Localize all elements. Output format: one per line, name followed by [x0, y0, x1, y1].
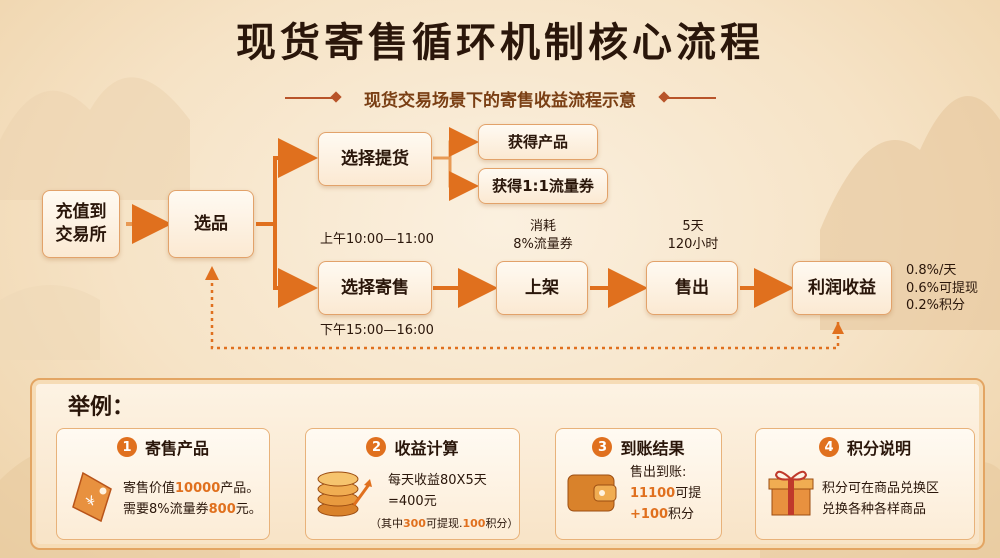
- profit-notes: 0.8%/天 0.6%可提现 0.2%积分: [906, 263, 979, 314]
- subtitle-divider-right: [666, 97, 716, 99]
- time-pm-label: 下午15:00—16:00: [320, 323, 434, 338]
- example-title: 举例：: [68, 394, 135, 420]
- page-title: 现货寄售循环机制核心流程: [236, 19, 764, 66]
- arrow-to-coupon: [448, 158, 479, 201]
- arrow-to-pickup: [256, 138, 318, 226]
- get-coupon-box: 获得1:1流量券: [478, 168, 608, 204]
- arrow-to-consign: [273, 224, 318, 308]
- card-title: 积分说明: [846, 439, 911, 458]
- wallet-icon: [567, 474, 617, 512]
- step-number: 3: [592, 437, 613, 457]
- card3-line2: 11100可提: [630, 486, 702, 501]
- time-am-label: 上午10:00—11:00: [320, 232, 434, 247]
- card2-line2: =400元: [388, 494, 437, 509]
- example-card-result: 3 到账结果 售出到账: 11100可提 +100积分: [555, 428, 722, 540]
- card2-note: （其中300可提现.100积分）: [370, 517, 519, 530]
- example-card-points: 4 积分说明 积分可在商品兑换区 兑换各种各样商品: [755, 428, 975, 540]
- example-card-earnings: 2 收益计算 每天收益80X5天 =400元 （其中300可提现.100积分）: [305, 428, 520, 540]
- pickup-box: 选择提货: [318, 132, 432, 186]
- card1-line2: 需要8%流量券800元。: [123, 502, 262, 517]
- profit-box: 利润收益: [792, 261, 892, 315]
- card-head: 3 到账结果: [556, 435, 721, 459]
- example-card-consign: 1 寄售产品 ¥ 寄售价值10000产品。 需要8%流量券800元。: [56, 428, 270, 540]
- card-head: 2 收益计算: [306, 435, 519, 459]
- step-number: 4: [818, 437, 839, 457]
- get-product-box: 获得产品: [478, 124, 598, 160]
- coin-stack-icon: [317, 471, 372, 517]
- page-subtitle: 现货交易场景下的寄售收益流程示意: [364, 91, 636, 111]
- gift-icon: [768, 470, 814, 516]
- select-product-box: 选品: [168, 190, 254, 258]
- card-head: 4 积分说明: [756, 435, 974, 459]
- price-tag-icon: ¥: [72, 471, 112, 523]
- recharge-box: 充值到交易所: [42, 190, 120, 258]
- sold-box: 售出: [646, 261, 738, 315]
- card4-line1: 积分可在商品兑换区: [822, 481, 940, 496]
- card4-line2: 兑换各种各样商品: [822, 502, 927, 517]
- loop-arrow-dotted: [210, 268, 840, 350]
- card3-line1: 售出到账:: [630, 465, 687, 480]
- arrow-to-product: [433, 127, 479, 160]
- card-head: 1 寄售产品: [57, 435, 269, 459]
- step-number: 2: [366, 437, 387, 457]
- card-title: 寄售产品: [144, 439, 209, 458]
- consign-box: 选择寄售: [318, 261, 432, 315]
- subtitle-divider-left: [285, 97, 335, 99]
- card1-line1: 寄售价值10000产品。: [123, 481, 260, 496]
- list-box: 上架: [496, 261, 588, 315]
- card-title: 收益计算: [394, 439, 459, 458]
- card-title: 到账结果: [620, 439, 685, 458]
- step-number: 1: [116, 437, 137, 457]
- card2-line1: 每天收益80X5天: [388, 473, 487, 488]
- card3-line3: +100积分: [630, 507, 695, 522]
